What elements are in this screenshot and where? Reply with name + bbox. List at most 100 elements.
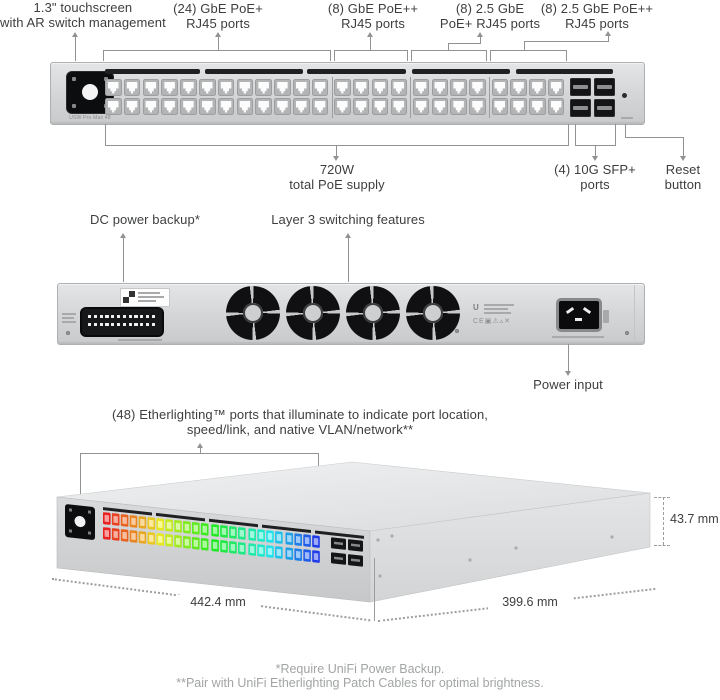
sfp-port (594, 78, 615, 96)
label-etherlighting: (48) Etherlighting™ ports that illuminat… (111, 407, 489, 437)
rj45-port (180, 79, 197, 96)
leader-25gbe-poe-v2 (480, 37, 481, 43)
dc-connector-print (118, 339, 162, 341)
rear-print (62, 317, 74, 319)
port-group-divider (410, 77, 411, 118)
sfp-port (570, 78, 591, 96)
fan (346, 286, 400, 340)
dc-pin (117, 315, 121, 319)
etherlighting-port-glow (296, 550, 301, 559)
rj45-port (311, 98, 329, 115)
rj45-jack (220, 100, 232, 113)
rj45-jack (513, 81, 524, 94)
rj45-port (217, 79, 235, 96)
etherlighting-port-glow (131, 517, 136, 526)
rj45-jack (453, 81, 464, 94)
leader-layer3 (348, 238, 349, 282)
dc-pin (117, 323, 121, 327)
etherlighting-port-glow (287, 535, 292, 543)
dc-pin (128, 323, 132, 327)
rj45-jack (550, 81, 562, 94)
rj45-port (180, 98, 197, 115)
arrow-sfp (591, 156, 598, 161)
rj45-port (105, 79, 122, 96)
dc-pin (122, 323, 126, 327)
footnotes: *Require UniFi Power Backup. **Pair with… (176, 662, 544, 690)
sticker-text (138, 300, 156, 302)
side-screws (376, 534, 614, 578)
etherlighting-port-glow (304, 536, 310, 545)
etherlighting-port-glow (239, 529, 245, 538)
perspective-screen-dot (74, 516, 86, 528)
reset-v1 (625, 124, 626, 137)
rj45-port (491, 79, 508, 96)
etherlighting-port-glow (202, 525, 207, 533)
poe-supply-stem (336, 145, 337, 156)
rj45-jack (314, 81, 326, 94)
etherlighting-port-glow (212, 526, 218, 535)
etherlighting-port-glow (230, 543, 236, 552)
bracket-25gbe-poe-r (486, 50, 487, 61)
rj45-jack (220, 81, 232, 94)
rj45-jack (108, 100, 119, 113)
etherlighting-port-glow (287, 550, 292, 558)
rj45-jack (108, 81, 119, 94)
dc-pin (140, 315, 144, 319)
inlet-print (552, 336, 604, 338)
label-power-input: Power input (533, 377, 603, 392)
rj45-jack (374, 81, 386, 94)
rj45-jack (434, 100, 446, 113)
perspective-port-strip (103, 507, 152, 516)
power-inlet (556, 298, 602, 332)
etherlighting-port-glow (313, 537, 319, 546)
rj45-port (293, 79, 310, 96)
etherlighting-port-glow (250, 530, 255, 539)
etherlighting-port-glow (193, 539, 199, 547)
touchscreen (67, 72, 113, 113)
rj45-port (390, 79, 407, 96)
sticker-text (138, 292, 160, 294)
perspective-port-strip (156, 512, 205, 522)
etherlighting-port-glow (193, 524, 199, 532)
rj45-jack (532, 81, 543, 94)
dc-pin (105, 315, 109, 319)
rj45-port (334, 79, 351, 96)
bracket-8poepp-r (407, 50, 408, 61)
panel-seam (634, 285, 635, 341)
rj45-jack (355, 81, 367, 94)
rj45-jack (164, 81, 175, 94)
rj45-port (311, 79, 329, 96)
fan (226, 286, 280, 340)
port-label-strip (105, 69, 200, 74)
rj45-jack (415, 100, 427, 113)
rj45-port (510, 98, 527, 115)
leader-touchscreen (75, 37, 76, 61)
screw (66, 331, 70, 335)
dc-pin (140, 323, 144, 327)
rj45-jack (337, 81, 348, 94)
rj45-jack (296, 81, 307, 94)
product-name-print: USW Pro Max 48 (69, 115, 111, 121)
bracket-8poepp (334, 50, 408, 51)
screen-icon-tl (72, 77, 76, 81)
etherlighting-port-glow (267, 532, 273, 541)
etherlighting-port-glow (131, 532, 136, 541)
rj45-jack (202, 100, 213, 113)
arrow-poe-supply (332, 156, 339, 161)
etherlighting-port-glow (313, 552, 319, 561)
etherlighting-port-glow (239, 544, 245, 553)
rj45-jack (126, 81, 138, 94)
rj45-jack (472, 100, 483, 113)
perspective-port-strip (315, 530, 364, 539)
etherlighting-port-glow (276, 533, 282, 542)
dc-pin (111, 315, 115, 319)
etherlighting-port-glow (202, 540, 207, 548)
rj45-port (236, 79, 254, 96)
rj45-jack (513, 100, 524, 113)
rj45-jack (374, 100, 386, 113)
rj45-jack (296, 100, 307, 113)
etherlighting-port-glow (276, 548, 282, 557)
etherlighting-port-glow (140, 518, 145, 527)
dc-pin (93, 315, 97, 319)
